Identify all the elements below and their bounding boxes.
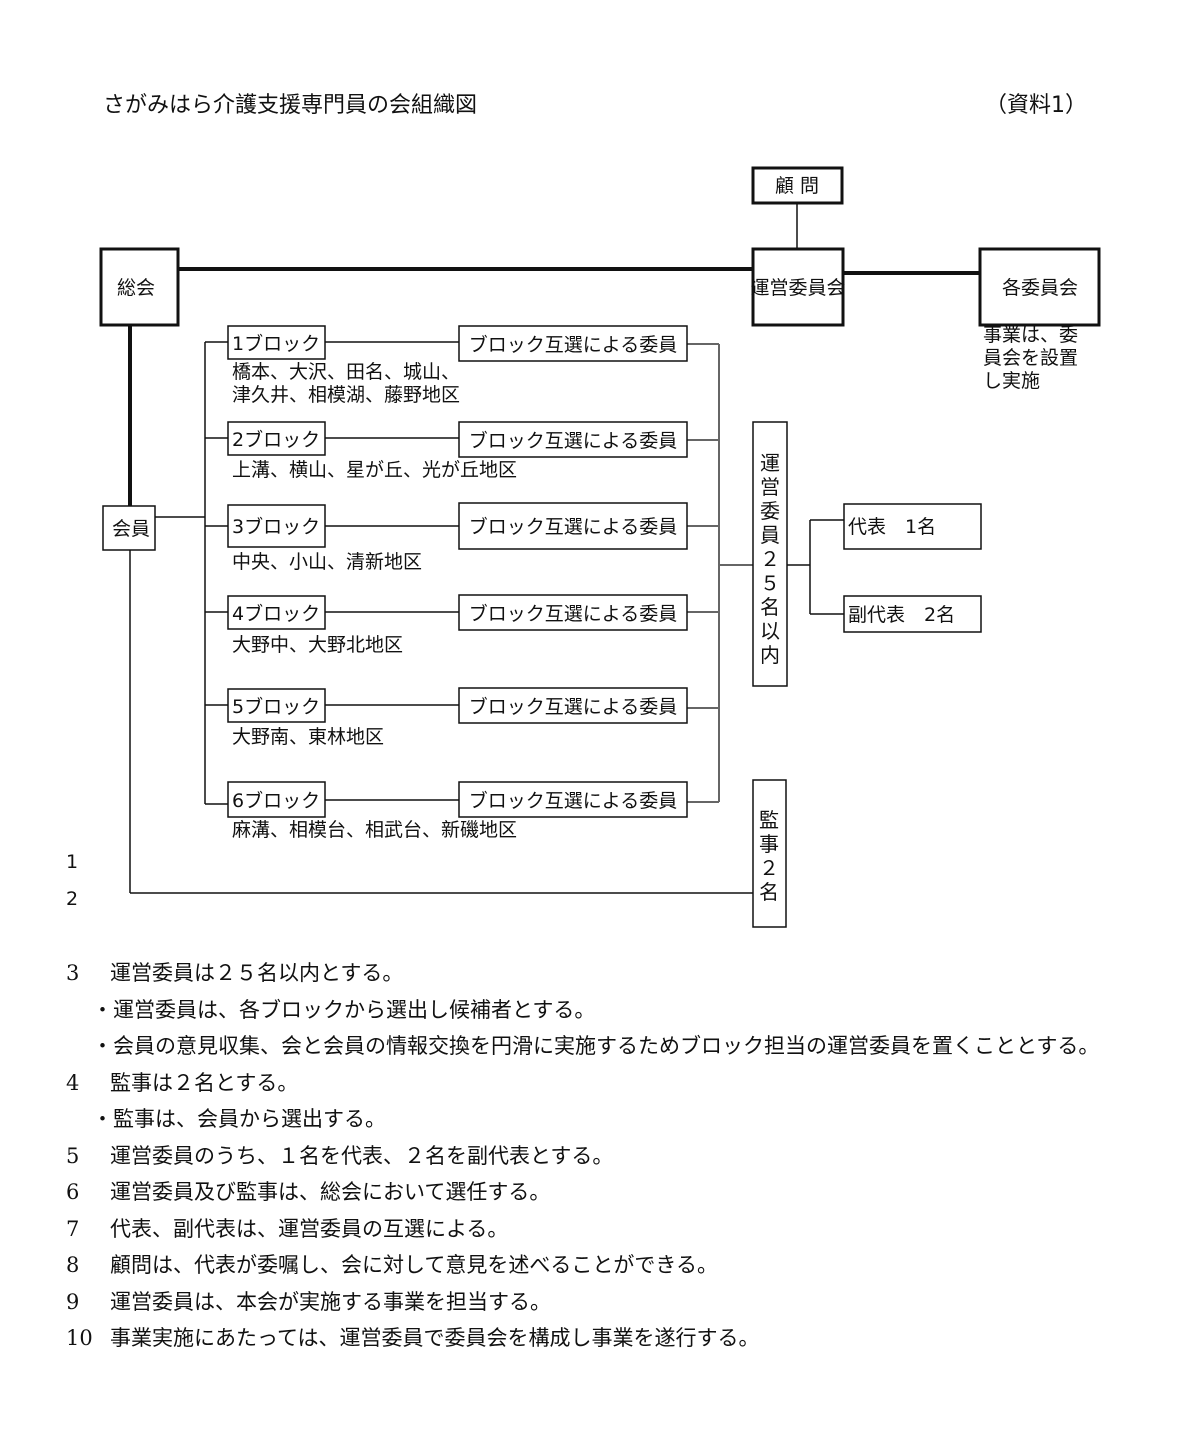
block-districts: 橋本、大沢、田名、城山、 bbox=[232, 361, 460, 383]
svg-text:名: 名 bbox=[759, 880, 779, 904]
svg-text:員会を設置: 員会を設置 bbox=[983, 347, 1078, 369]
block-elected-member: ブロック互選による委員 bbox=[469, 515, 677, 538]
block-label: 3ブロック bbox=[232, 515, 320, 538]
block-districts: 津久井、相模湖、藤野地区 bbox=[232, 384, 460, 406]
document-reference: （資料1） bbox=[985, 93, 1087, 118]
block-6: 6ブロック ブロック互選による委員 麻溝、相模台、相武台、新磯地区 bbox=[227, 781, 688, 841]
block-label: 4ブロック bbox=[232, 602, 320, 625]
auditors-box: 監 事 ２ 名 bbox=[759, 808, 779, 904]
steering-committee-box: 運営委員会 bbox=[750, 277, 845, 299]
block-districts: 麻溝、相模台、相武台、新磯地区 bbox=[232, 819, 517, 841]
svg-text:委: 委 bbox=[760, 499, 780, 523]
block-elected-member: ブロック互選による委員 bbox=[469, 789, 677, 812]
block-elected-member: ブロック互選による委員 bbox=[469, 602, 677, 625]
svg-text:内: 内 bbox=[760, 643, 780, 667]
block-1: 1ブロック ブロック互選による委員 橋本、大沢、田名、城山、 津久井、相模湖、藤… bbox=[227, 325, 688, 406]
block-label: 6ブロック bbox=[232, 789, 320, 812]
vice-representative-box: 副代表 2名 bbox=[848, 604, 955, 626]
svg-text:名: 名 bbox=[760, 595, 780, 619]
svg-text:２: ２ bbox=[759, 856, 779, 880]
general-meeting-box: 総会 bbox=[117, 277, 155, 299]
committees-box: 各委員会 bbox=[1002, 277, 1078, 299]
representative-box: 代表 1名 bbox=[848, 516, 936, 538]
svg-text:５: ５ bbox=[760, 571, 780, 595]
svg-text:営: 営 bbox=[760, 475, 780, 499]
block-elected-member: ブロック互選による委員 bbox=[469, 695, 677, 718]
block-3: 3ブロック ブロック互選による委員 中央、小山、清新地区 bbox=[227, 502, 688, 573]
margin-marks: 1 2 bbox=[66, 851, 78, 910]
svg-text:事: 事 bbox=[759, 832, 779, 856]
svg-text:運: 運 bbox=[760, 451, 780, 475]
block-districts: 大野南、東林地区 bbox=[232, 726, 384, 748]
connector-lines bbox=[128, 203, 980, 894]
svg-text:事業は、委: 事業は、委 bbox=[983, 324, 1078, 346]
advisor-box: 顧 問 bbox=[775, 175, 819, 197]
block-elected-member: ブロック互選による委員 bbox=[469, 333, 677, 356]
block-4: 4ブロック ブロック互選による委員 大野中、大野北地区 bbox=[227, 594, 688, 656]
committees-note: 事業は、委 員会を設置 し実施 bbox=[983, 324, 1078, 392]
chart-title: さがみはら介護支援専門員の会組織図 bbox=[103, 93, 477, 118]
svg-text:1: 1 bbox=[66, 851, 78, 873]
block-elected-member: ブロック互選による委員 bbox=[469, 429, 677, 452]
org-chart: さがみはら介護支援専門員の会組織図 （資料1） bbox=[66, 93, 1101, 928]
steering-members-box: 運 営 委 員 ２ ５ 名 以 内 bbox=[760, 451, 780, 667]
svg-text:員: 員 bbox=[760, 523, 780, 547]
svg-text:以: 以 bbox=[760, 619, 780, 643]
svg-text:監: 監 bbox=[759, 808, 779, 832]
block-5: 5ブロック ブロック互選による委員 大野南、東林地区 bbox=[227, 687, 688, 748]
rule-sub-item: ・監事は、会員から選出する。 bbox=[92, 1107, 386, 1131]
block-districts: 上溝、横山、星が丘、光が丘地区 bbox=[232, 459, 517, 481]
svg-text:２: ２ bbox=[760, 547, 780, 571]
block-districts: 大野中、大野北地区 bbox=[232, 634, 403, 656]
svg-text:し実施: し実施 bbox=[983, 370, 1040, 392]
block-districts: 中央、小山、清新地区 bbox=[232, 551, 422, 573]
block-label: 1ブロック bbox=[232, 332, 320, 355]
svg-text:2: 2 bbox=[66, 888, 78, 910]
block-label: 2ブロック bbox=[232, 428, 320, 451]
rule-sub-item: ・会員の意見収集、会と会員の情報交換を円滑に実施するためブロック担当の運営委員を… bbox=[92, 1034, 1100, 1058]
rule-sub-item: ・運営委員は、各ブロックから選出し候補者とする。 bbox=[92, 997, 596, 1022]
block-label: 5ブロック bbox=[232, 695, 320, 718]
block-2: 2ブロック ブロック互選による委員 上溝、横山、星が丘、光が丘地区 bbox=[227, 421, 688, 481]
members-box: 会員 bbox=[112, 518, 150, 540]
